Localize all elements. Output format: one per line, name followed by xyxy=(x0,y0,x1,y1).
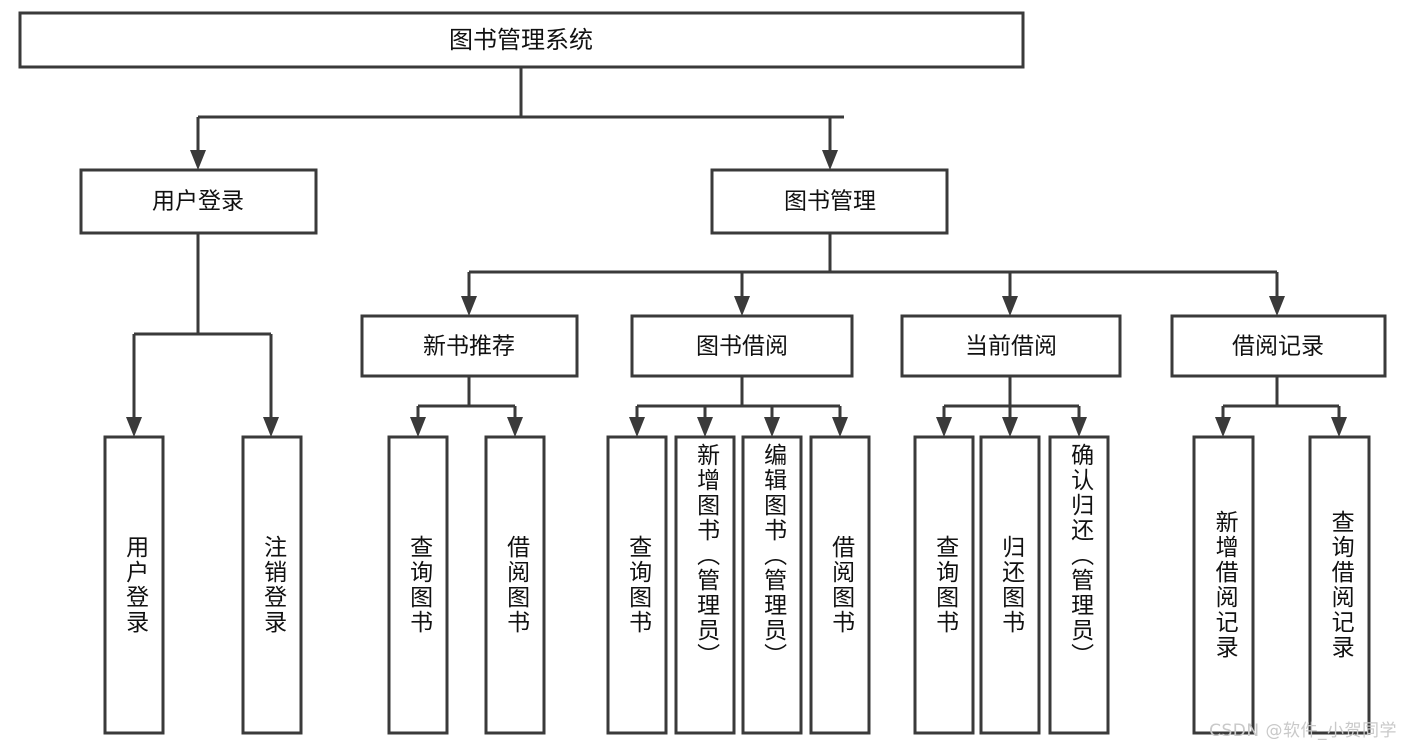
arrow-to-book-borrow xyxy=(734,296,750,316)
leaf-box-query-record[interactable] xyxy=(1308,435,1371,735)
arrow-to-leaf-borrow-book-b xyxy=(832,417,848,437)
arrow-to-leaf-user-login xyxy=(126,417,142,437)
node-borrow-record[interactable]: 借阅记录 xyxy=(1170,314,1387,378)
node-label-current-borrow: 当前借阅 xyxy=(965,334,1057,360)
arrow-to-leaf-query-book-a xyxy=(410,417,426,437)
leaf-label-edit-book: 编辑图书（管理员） xyxy=(759,443,786,668)
leaf-box-group xyxy=(103,435,1371,735)
arrow-to-new-book-recommend xyxy=(461,296,477,316)
leaf-box-add-book[interactable] xyxy=(674,435,736,735)
leaf-box-query-book-a[interactable] xyxy=(387,435,449,735)
leaf-label-query-book-c: 查询图书 xyxy=(931,535,958,635)
leaf-label-query-book-a: 查询图书 xyxy=(405,535,432,635)
node-root-book-management-system[interactable]: 图书管理系统 xyxy=(18,11,1025,69)
leaf-label-user-login: 用户登录 xyxy=(121,535,148,635)
node-label-new-book-recommend: 新书推荐 xyxy=(423,334,515,360)
arrow-to-leaf-query-record xyxy=(1331,417,1347,437)
leaf-label-add-book: 新增图书（管理员） xyxy=(692,443,719,668)
leaf-label-logout: 注销登录 xyxy=(259,535,286,635)
leaf-label-add-record: 新增借阅记录 xyxy=(1211,510,1238,660)
node-user-login[interactable]: 用户登录 xyxy=(79,168,318,235)
connector-group-bookmgmt-to-level2 xyxy=(461,233,1285,316)
node-book-management[interactable]: 图书管理 xyxy=(710,168,949,235)
leaf-label-query-record: 查询借阅记录 xyxy=(1327,510,1354,660)
node-label-book-borrow: 图书借阅 xyxy=(696,334,788,360)
connector-group-record-to-leaves xyxy=(1215,376,1347,437)
arrow-to-current-borrow xyxy=(1002,296,1018,316)
connector-group-recommend-to-leaves xyxy=(410,376,523,437)
leaf-box-logout[interactable] xyxy=(241,435,303,735)
connector-group-root-to-level1 xyxy=(190,67,844,170)
leaf-box-user-login[interactable] xyxy=(103,435,165,735)
leaf-box-query-book-c[interactable] xyxy=(913,435,975,735)
node-book-borrow[interactable]: 图书借阅 xyxy=(630,314,854,378)
leaf-label-borrow-book-b: 借阅图书 xyxy=(827,535,854,635)
arrow-to-leaf-logout xyxy=(263,417,279,437)
leaf-box-query-book-b[interactable] xyxy=(606,435,668,735)
leaf-box-borrow-book-b[interactable] xyxy=(809,435,871,735)
arrow-to-leaf-confirm-return xyxy=(1071,417,1087,437)
leaf-label-query-book-b: 查询图书 xyxy=(624,535,651,635)
arrow-to-leaf-query-book-b xyxy=(629,417,645,437)
arrow-to-leaf-edit-book xyxy=(764,417,780,437)
connector-group-current-to-leaves xyxy=(936,376,1087,437)
node-label-book-management: 图书管理 xyxy=(784,189,876,215)
node-new-book-recommend[interactable]: 新书推荐 xyxy=(360,314,579,378)
arrow-to-user-login xyxy=(190,150,206,170)
node-label-root: 图书管理系统 xyxy=(449,26,593,54)
arrow-to-leaf-query-book-c xyxy=(936,417,952,437)
arrow-to-leaf-add-book xyxy=(697,417,713,437)
arrow-to-leaf-add-record xyxy=(1215,417,1231,437)
connector-group-borrow-to-leaves xyxy=(629,376,848,437)
leaf-label-borrow-book-a: 借阅图书 xyxy=(502,535,529,635)
leaf-box-return-book[interactable] xyxy=(979,435,1041,735)
leaf-box-borrow-book-a[interactable] xyxy=(484,435,546,735)
leaf-label-return-book: 归还图书 xyxy=(997,535,1024,635)
leaf-box-confirm-return[interactable] xyxy=(1048,435,1110,735)
arrow-to-leaf-return-book xyxy=(1002,417,1018,437)
leaf-box-add-record[interactable] xyxy=(1192,435,1255,735)
connector-group-userlogin-to-leaves xyxy=(126,233,279,437)
leaf-label-confirm-return: 确认归还（管理员） xyxy=(1066,443,1093,668)
node-label-borrow-record: 借阅记录 xyxy=(1232,334,1324,360)
node-current-borrow[interactable]: 当前借阅 xyxy=(900,314,1122,378)
arrow-to-book-management xyxy=(822,150,838,170)
arrow-to-leaf-borrow-book-a xyxy=(507,417,523,437)
node-label-user-login: 用户登录 xyxy=(152,189,244,215)
leaf-box-edit-book[interactable] xyxy=(741,435,803,735)
arrow-to-borrow-record xyxy=(1269,296,1285,316)
